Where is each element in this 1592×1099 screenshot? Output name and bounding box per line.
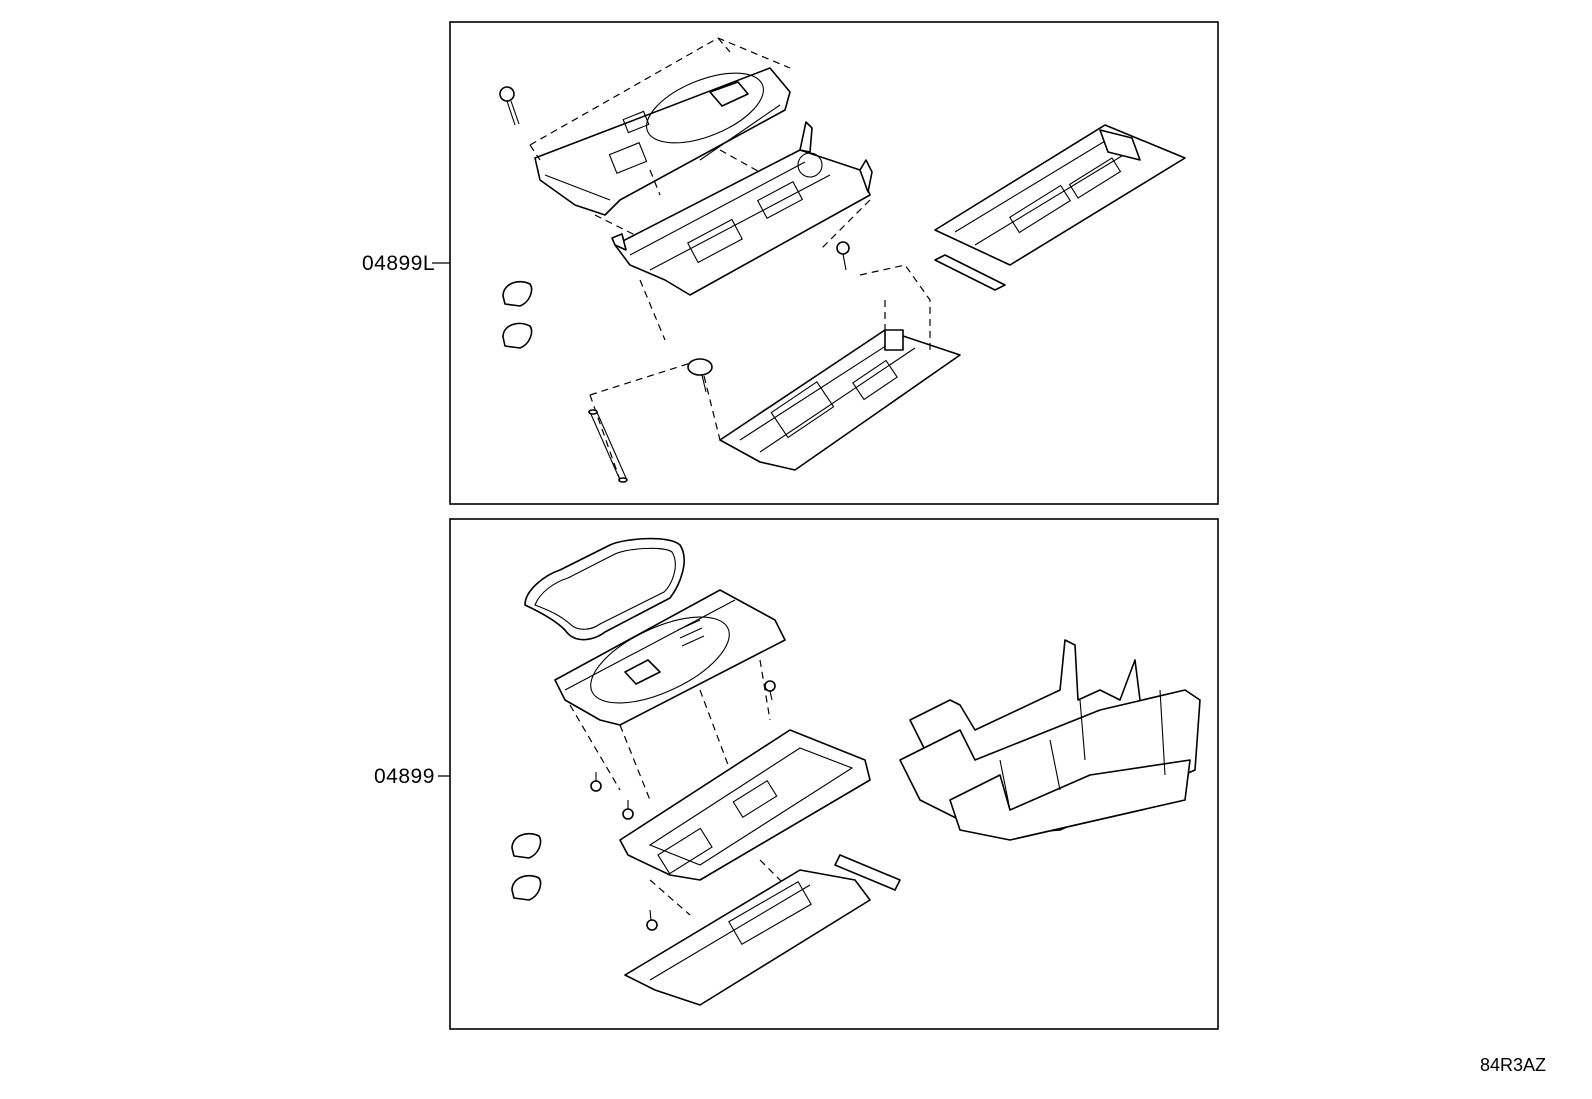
lower-cap-1 [511,832,542,859]
screw-upper-middle [836,241,850,271]
lower-middle-tray-drop-lines [649,859,801,916]
upper-grommet [687,358,713,393]
screw-lower-left-2 [622,800,634,820]
lower-top-case [554,589,786,726]
upper-cover [534,67,791,216]
lower-bottom-plate [624,869,871,1006]
screw-lower-left-1 [590,772,602,792]
upper-board-drop-lines [589,359,721,481]
upper-board-guide [859,264,931,350]
lower-middle-tray [619,729,871,881]
lower-kit-callout: 04899 [374,765,435,788]
lower-kit-frame [449,518,1219,1030]
screw-upper-left [499,86,520,126]
lower-flex-strip [834,854,901,891]
lower-gasket [524,537,685,641]
upper-case-drop-lines [639,199,871,341]
upper-case [611,121,873,296]
figure-code: 84R3AZ [1480,1055,1547,1075]
upper-cover-drop-lines [594,149,766,246]
upper-long-pin [588,409,628,483]
lower-packing-insert [899,639,1201,841]
upper-circuit-board [719,329,961,471]
upper-kit-callout: 04899L [362,252,436,275]
lower-cap-2 [511,874,542,901]
screw-lower-left-3 [646,909,658,931]
screw-lower-right [764,680,776,701]
upper-cover-guide [529,37,791,161]
lower-top-case-drop-lines [569,659,771,801]
upper-cap-2 [502,322,533,349]
upper-packing-tray [934,124,1186,291]
upper-cap-1 [502,280,533,307]
